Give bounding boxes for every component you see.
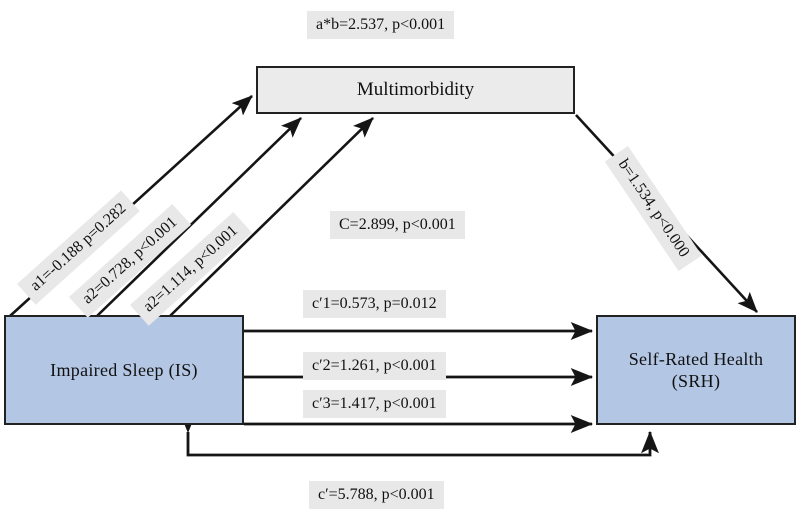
arrow-path-c-prime: [179, 410, 659, 457]
label-direct-effect-total: c′=5.788, p<0.001: [309, 481, 444, 509]
node-impaired-sleep: Impaired Sleep (IS): [4, 315, 244, 425]
label-path-c2: c′2=1.261, p<0.001: [303, 352, 446, 380]
label-path-c1: c′1=0.573, p=0.012: [303, 290, 446, 318]
label-path-c3: c′3=1.417, p<0.001: [303, 390, 446, 418]
label-total-effect: C=2.899, p<0.001: [330, 211, 465, 239]
arrow-path-a2: [96, 117, 302, 317]
node-impaired-sleep-label: Impaired Sleep (IS): [50, 359, 198, 380]
node-multimorbidity: Multimorbidity: [256, 66, 575, 114]
node-multimorbidity-label: Multimorbidity: [356, 79, 475, 101]
node-self-rated-health: Self-Rated Health (SRH): [596, 315, 796, 425]
node-self-rated-health-label-line1: Self-Rated Health: [628, 348, 764, 369]
arrow-path-a3: [169, 117, 374, 317]
label-indirect-effect: a*b=2.537, p<0.001: [307, 11, 455, 39]
node-self-rated-health-label-line2: (SRH): [671, 371, 721, 391]
